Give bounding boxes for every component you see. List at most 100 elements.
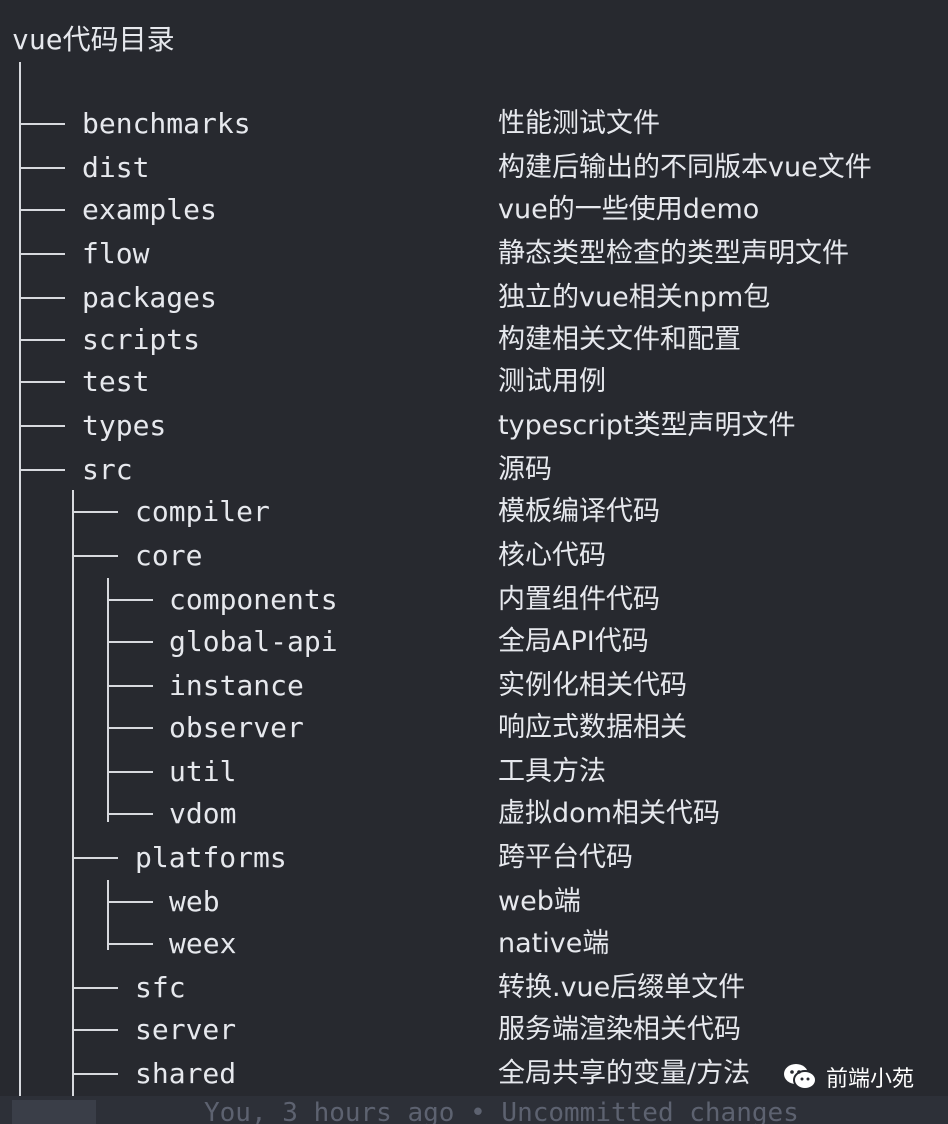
tree-branch-arm: [107, 943, 153, 945]
tree-item-description: 虚拟dom相关代码: [498, 798, 720, 829]
tree-branch-arm: [107, 813, 153, 815]
tree-branch-arm: [19, 425, 65, 427]
tree-item-name: core: [135, 539, 203, 572]
tree-row[interactable]: weex native端: [0, 922, 948, 966]
tree-row[interactable]: types typescript类型声明文件: [0, 404, 948, 448]
tree-item-name: platforms: [135, 841, 287, 874]
tree-item-name: test: [82, 365, 150, 398]
tree-item-description: 测试用例: [498, 366, 606, 397]
tree-branch-arm: [19, 123, 65, 125]
tree-item-description: 转换.vue后缀单文件: [498, 972, 746, 1003]
tree-branch-arm: [107, 727, 153, 729]
tree-branch-arm: [72, 857, 118, 859]
tree-row[interactable]: platforms 跨平台代码: [0, 836, 948, 880]
tree-branch-arm: [107, 599, 153, 601]
git-blame-annotation: You, 3 hours ago • Uncommitted changes: [204, 1098, 799, 1124]
tree-branch-arm: [19, 253, 65, 255]
tree-item-description: 核心代码: [498, 540, 606, 571]
tree-item-name: util: [169, 755, 237, 788]
tree-row[interactable]: compiler 模板编译代码: [0, 490, 948, 534]
tree-item-name: packages: [82, 281, 217, 314]
tree-branch-arm: [19, 297, 65, 299]
tree-item-description: 跨平台代码: [498, 842, 633, 873]
tree-item-name: server: [135, 1013, 237, 1046]
tree-branch-arm: [72, 511, 118, 513]
tree-item-description: 模板编译代码: [498, 496, 660, 527]
tree-branch-arm: [107, 901, 153, 903]
tree-row[interactable]: observer 响应式数据相关: [0, 706, 948, 750]
tree-branch-arm: [107, 685, 153, 687]
tree-item-description: 工具方法: [498, 756, 606, 787]
tree-row[interactable]: benchmarks 性能测试文件: [0, 102, 948, 146]
wechat-icon: [784, 1064, 817, 1090]
tree-item-name: types: [82, 409, 167, 442]
tree-branch-arm: [19, 339, 65, 341]
tree-item-name: benchmarks: [82, 107, 251, 140]
tree-item-name: src: [82, 453, 133, 486]
tree-row[interactable]: core 核心代码: [0, 534, 948, 578]
tree-branch-stem: [107, 922, 109, 944]
tree-item-description: web端: [498, 886, 581, 917]
tree-branch-arm: [19, 469, 65, 471]
tree-item-description: 构建后输出的不同版本vue文件: [498, 152, 872, 183]
tree-item-description: 构建相关文件和配置: [498, 324, 741, 355]
tree-item-name: dist: [82, 151, 150, 184]
tree-row[interactable]: src 源码: [0, 448, 948, 492]
tree-item-description: vue的一些使用demo: [498, 194, 760, 225]
tree-item-description: typescript类型声明文件: [498, 410, 796, 441]
tree-row[interactable]: sfc 转换.vue后缀单文件: [0, 966, 948, 1010]
tree-branch-arm: [107, 771, 153, 773]
status-tab[interactable]: [12, 1100, 96, 1124]
tree-item-description: 静态类型检查的类型声明文件: [498, 238, 849, 269]
tree-item-description: 实例化相关代码: [498, 670, 687, 701]
tree-item-name: examples: [82, 193, 217, 226]
tree-item-description: 性能测试文件: [498, 108, 660, 139]
tree-row[interactable]: dist 构建后输出的不同版本vue文件: [0, 146, 948, 190]
tree-guide-src: [72, 490, 74, 1096]
tree-item-name: vdom: [169, 797, 237, 830]
tree-branch-arm: [72, 1029, 118, 1031]
tree-branch-arm: [19, 381, 65, 383]
tree-item-description: 响应式数据相关: [498, 712, 687, 743]
tree-branch-arm: [72, 987, 118, 989]
tree-item-name: components: [169, 583, 338, 616]
tree-row[interactable]: vdom 虚拟dom相关代码: [0, 792, 948, 836]
tree-item-name: instance: [169, 669, 304, 702]
tree-item-description: 全局共享的变量/方法: [498, 1058, 751, 1089]
tree-row[interactable]: instance 实例化相关代码: [0, 664, 948, 708]
tree-branch-arm: [72, 1073, 118, 1075]
tree-title: vue代码目录: [12, 23, 175, 56]
tree-row[interactable]: packages 独立的vue相关npm包: [0, 276, 948, 320]
tree-item-name: global-api: [169, 625, 338, 658]
tree-item-description: 源码: [498, 454, 552, 485]
tree-branch-arm: [72, 555, 118, 557]
tree-item-name: sfc: [135, 971, 186, 1004]
tree-row[interactable]: examples vue的一些使用demo: [0, 188, 948, 232]
tree-row[interactable]: server 服务端渲染相关代码: [0, 1008, 948, 1052]
tree-row[interactable]: util 工具方法: [0, 750, 948, 794]
tree-row[interactable]: test 测试用例: [0, 360, 948, 404]
tree-item-description: 全局API代码: [498, 626, 649, 657]
tree-item-name: flow: [82, 237, 150, 270]
tree-row[interactable]: components 内置组件代码: [0, 578, 948, 622]
tree-branch-arm: [19, 167, 65, 169]
tree-item-name: weex: [169, 927, 237, 960]
tree-branch-arm: [107, 641, 153, 643]
tree-item-description: 独立的vue相关npm包: [498, 282, 771, 313]
tree-row[interactable]: global-api 全局API代码: [0, 620, 948, 664]
watermark-text: 前端小苑: [826, 1067, 915, 1092]
tree-guide-root: [19, 62, 21, 1096]
tree-branch-stem: [107, 792, 109, 814]
tree-row[interactable]: flow 静态类型检查的类型声明文件: [0, 232, 948, 276]
tree-item-description: 内置组件代码: [498, 584, 660, 615]
tree-item-name: compiler: [135, 495, 270, 528]
tree-item-description: 服务端渲染相关代码: [498, 1014, 741, 1045]
tree-item-description: native端: [498, 928, 610, 959]
status-bar: You, 3 hours ago • Uncommitted changes: [0, 1096, 948, 1124]
tree-branch-arm: [19, 209, 65, 211]
tree-item-name: observer: [169, 711, 304, 744]
